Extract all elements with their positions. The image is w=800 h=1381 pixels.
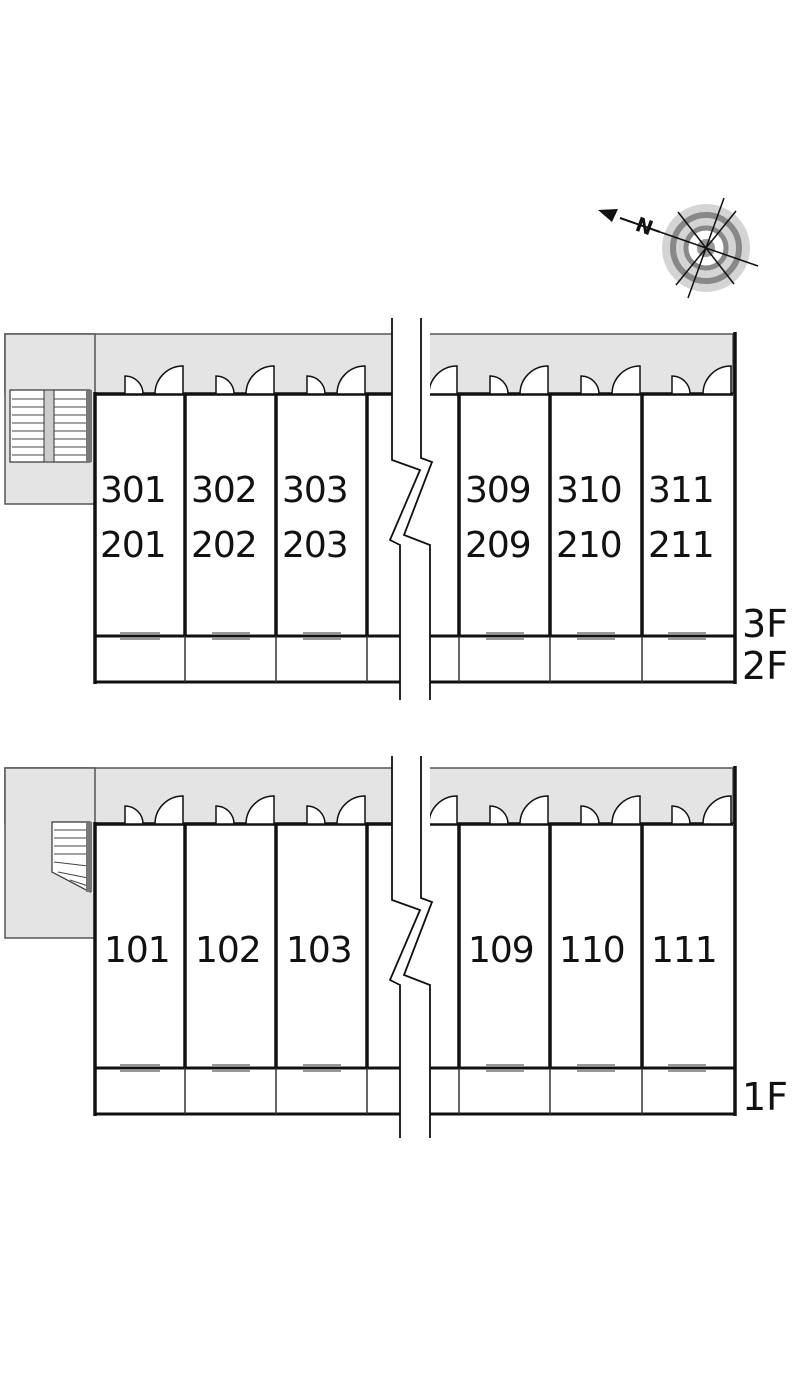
unit-label-111: 111 bbox=[651, 930, 717, 971]
floor-label-2f: 2F bbox=[742, 644, 788, 688]
upper-door-icons bbox=[124, 365, 732, 395]
upper-floors-plan: 301 201 302 202 303 203 309 209 310 210 … bbox=[4, 318, 788, 700]
floor-label-1f: 1F bbox=[742, 1075, 788, 1119]
ground-door-icons bbox=[124, 795, 732, 825]
unit-label-102: 102 bbox=[195, 930, 261, 971]
unit-label-210: 210 bbox=[556, 525, 622, 566]
unit-label-109: 109 bbox=[468, 930, 534, 971]
unit-label-303: 303 bbox=[282, 470, 348, 511]
unit-label-310: 310 bbox=[556, 470, 622, 511]
upper-staircase-icon bbox=[9, 389, 92, 463]
unit-label-301: 301 bbox=[100, 470, 166, 511]
compass: N bbox=[598, 197, 759, 299]
unit-label-110: 110 bbox=[559, 930, 625, 971]
unit-label-202: 202 bbox=[191, 525, 257, 566]
unit-label-211: 211 bbox=[648, 525, 714, 566]
unit-label-302: 302 bbox=[191, 470, 257, 511]
unit-label-203: 203 bbox=[282, 525, 348, 566]
ground-break-mark bbox=[388, 756, 434, 1138]
unit-label-209: 209 bbox=[465, 525, 531, 566]
unit-label-103: 103 bbox=[286, 930, 352, 971]
compass-north-label: N bbox=[632, 212, 656, 240]
ground-floor-plan: 101 102 103 109 110 111 1F bbox=[4, 756, 788, 1138]
unit-label-201: 201 bbox=[100, 525, 166, 566]
unit-label-309: 309 bbox=[465, 470, 531, 511]
ground-staircase-icon bbox=[51, 821, 92, 893]
unit-label-311: 311 bbox=[648, 470, 714, 511]
unit-label-101: 101 bbox=[104, 930, 170, 971]
upper-break-mark bbox=[388, 318, 434, 700]
floor-label-3f: 3F bbox=[742, 602, 788, 646]
